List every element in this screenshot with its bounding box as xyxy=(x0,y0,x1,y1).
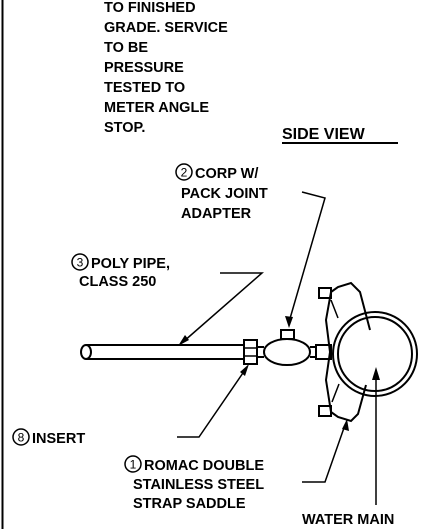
pack-joint-nut xyxy=(243,339,258,365)
saddle-bolt-top xyxy=(318,287,332,299)
note-line-7: STOP. xyxy=(104,120,145,136)
water-main-label: WATER MAIN xyxy=(302,512,394,528)
note-line-5: TESTED TO xyxy=(104,80,185,96)
note-line-3: TO BE xyxy=(104,40,148,56)
callout-8-line-1: INSERT xyxy=(32,431,85,447)
note-line-4: PRESSURE xyxy=(104,60,184,76)
valve-body xyxy=(263,338,311,366)
general-note: TO FINISHED GRADE. SERVICE TO BE PRESSUR… xyxy=(104,0,228,136)
note-line-2: GRADE. SERVICE xyxy=(104,20,228,36)
callout-1-line-3: STRAP SADDLE xyxy=(133,496,246,512)
corporation-stop xyxy=(257,329,332,366)
callout-2-line-1: CORP W/ xyxy=(195,166,258,182)
arrowhead-saddle xyxy=(342,419,349,431)
note-line-1: TO FINISHED xyxy=(104,0,196,16)
callout-number-3: 3 xyxy=(77,256,84,270)
callout-bubble-3 xyxy=(71,253,89,271)
callout-number-8: 8 xyxy=(18,431,25,445)
callout-poly-pipe: 3 POLY PIPE, CLASS 250 xyxy=(71,253,264,346)
leader-poly-pipe xyxy=(182,272,264,343)
saddle-strap xyxy=(318,281,371,423)
callout-1-line-1: ROMAC DOUBLE xyxy=(144,458,264,474)
callout-2-line-2: PACK JOINT xyxy=(181,186,268,202)
callout-3-line-2: CLASS 250 xyxy=(79,274,156,290)
arrowhead-poly-pipe xyxy=(178,335,189,346)
arrowhead-insert xyxy=(240,364,249,376)
note-line-6: METER ANGLE xyxy=(104,100,209,116)
arrowhead-water-main xyxy=(372,367,380,380)
pipe-end xyxy=(80,344,92,360)
callout-bubble-1 xyxy=(124,455,142,473)
callout-bubble-8 xyxy=(12,428,30,446)
saddle-bolt-bottom xyxy=(318,405,332,417)
callout-3-line-1: POLY PIPE, xyxy=(91,256,170,272)
poly-pipe xyxy=(80,344,244,360)
valve-stem xyxy=(280,329,295,340)
leader-corp xyxy=(288,191,326,323)
callout-2-line-3: ADAPTER xyxy=(181,206,252,222)
callout-insert: 8 INSERT xyxy=(12,364,249,447)
water-main xyxy=(332,311,418,397)
callout-saddle: 1 ROMAC DOUBLE STAINLESS STEEL STRAP SAD… xyxy=(124,419,349,512)
callout-corp: 2 CORP W/ PACK JOINT ADAPTER xyxy=(175,163,326,328)
leader-saddle xyxy=(302,424,346,483)
callout-bubble-2 xyxy=(175,163,193,181)
arrowhead-corp xyxy=(285,316,293,328)
view-title: SIDE VIEW xyxy=(282,126,366,143)
callout-number-1: 1 xyxy=(130,458,137,472)
callout-number-2: 2 xyxy=(181,166,188,180)
leader-insert xyxy=(177,369,246,438)
callout-1-line-2: STAINLESS STEEL xyxy=(133,477,264,493)
